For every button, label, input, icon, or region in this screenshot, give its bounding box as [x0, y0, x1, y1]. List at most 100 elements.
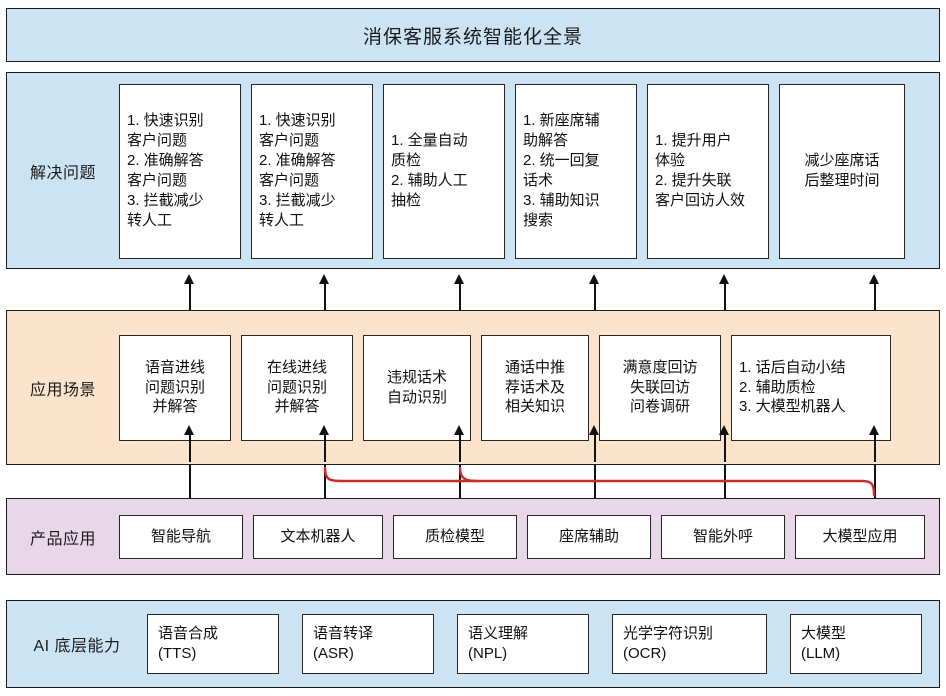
card-line: 智能外呼: [692, 527, 753, 545]
card-line: 质检: [391, 152, 422, 170]
card-line: 2. 提升失联: [655, 172, 732, 189]
ai-capability-card-2[interactable]: 语音转译(ASR): [302, 614, 434, 674]
arrowhead-problem-3: [454, 274, 464, 284]
card-line: 后整理时间: [804, 172, 880, 189]
problem-card-5[interactable]: 1. 提升用户体验 2. 提升失联客户回访人效: [647, 83, 769, 259]
product-card-2[interactable]: 文本机器人: [253, 514, 383, 559]
row-scenario: 应用场景 语音进线问题识别并解答 在线进线问题识别并解答 违规话术自动识别 通话…: [6, 310, 940, 465]
card-line: 2. 辅助质检: [739, 378, 816, 396]
row-label-product: 产品应用: [29, 530, 96, 548]
arrowhead-problem-5: [719, 274, 729, 284]
arrowhead-scenario-4: [589, 425, 599, 435]
card-line: 1. 全量自动: [391, 132, 468, 150]
row-ai-capability: AI 底层能力 语音合成(TTS) 语音转译(ASR) 语义理解(NPL) 光学…: [6, 600, 940, 688]
card-line: 智能导航: [150, 527, 211, 545]
card-line: 并解答: [274, 398, 320, 416]
card-line: 2. 准确解答: [259, 152, 336, 170]
diagram-title-band: 消保客服系统智能化全景: [6, 8, 940, 62]
card-line: 1. 提升用户: [655, 132, 732, 150]
card-line: (NPL): [468, 645, 508, 662]
card-line: 客户回访人效: [655, 191, 746, 209]
card-line: 话术: [523, 172, 554, 189]
product-card-5[interactable]: 智能外呼: [661, 514, 785, 559]
card-line: 问卷调研: [629, 398, 690, 416]
row-label-problem: 解决问题: [29, 164, 96, 182]
arrowhead-scenario-5: [719, 425, 729, 435]
card-line: 并解答: [152, 398, 198, 416]
scenario-card-2[interactable]: 在线进线问题识别并解答: [241, 334, 353, 441]
card-line: 助解答: [523, 132, 569, 150]
page-title: 消保客服系统智能化全景: [362, 26, 583, 48]
card-line: 语音合成: [158, 625, 219, 643]
row-scenario-cells: 语音进线问题识别并解答 在线进线问题识别并解答 违规话术自动识别 通话中推荐话术…: [119, 311, 939, 464]
card-line: 失联回访: [629, 378, 690, 396]
connector-scenario-to-problem-2: [324, 283, 326, 317]
ai-capability-card-3[interactable]: 语义理解(NPL): [457, 614, 589, 674]
card-line: 客户问题: [127, 172, 188, 189]
card-line: (LLM): [801, 645, 841, 662]
product-card-4[interactable]: 座席辅助: [527, 514, 651, 559]
card-line: 1. 话后自动小结: [739, 358, 846, 376]
card-line: 大模型应用: [822, 527, 898, 545]
card-line: 客户问题: [127, 132, 188, 150]
scenario-card-3[interactable]: 违规话术自动识别: [363, 334, 471, 441]
scenario-card-5[interactable]: 满意度回访失联回访问卷调研: [599, 334, 721, 441]
card-line: 1. 快速识别: [127, 112, 204, 130]
arrowhead-problem-2: [319, 274, 329, 284]
card-line: 体验: [655, 152, 686, 170]
stem-product-3: [459, 465, 461, 498]
arrowhead-scenario-2: [319, 425, 329, 435]
ai-capability-card-4[interactable]: 光学字符识别(OCR): [612, 614, 767, 674]
card-line: 在线进线: [266, 358, 327, 376]
ai-capability-card-5[interactable]: 大模型 (LLM): [790, 614, 922, 674]
row-label-scenario: 应用场景: [29, 381, 96, 399]
card-line: 问题识别: [144, 378, 205, 396]
stem-product-6: [874, 465, 876, 498]
ai-capability-card-1[interactable]: 语音合成(TTS): [147, 614, 279, 674]
arrowhead-problem-6: [869, 274, 879, 284]
card-line: 转人工: [259, 211, 305, 229]
row-ai-cells: 语音合成(TTS) 语音转译(ASR) 语义理解(NPL) 光学字符识别(OCR…: [147, 601, 939, 687]
row-product-cells: 智能导航 文本机器人 质检模型 座席辅助 智能外呼 大模型应用: [119, 499, 939, 574]
card-line: 搜索: [523, 211, 554, 229]
connector-scenario-to-problem-3: [459, 283, 461, 317]
product-card-6[interactable]: 大模型应用: [795, 514, 925, 559]
connector-scenario-to-problem-1: [189, 283, 191, 317]
card-line: 座席辅助: [558, 527, 619, 545]
connector-product-to-scenario-6: [874, 434, 876, 462]
row-label-ai-capability: AI 底层能力: [33, 638, 121, 655]
product-card-1[interactable]: 智能导航: [119, 514, 243, 559]
card-line: 转人工: [127, 211, 173, 229]
card-line: 文本机器人: [280, 527, 356, 545]
problem-card-6[interactable]: 减少座席话后整理时间: [779, 83, 905, 259]
product-card-3[interactable]: 质检模型: [393, 514, 517, 559]
card-line: 3. 拦截减少: [127, 191, 204, 209]
card-line: 1. 快速识别: [259, 112, 336, 130]
card-line: 相关知识: [504, 398, 565, 416]
connector-product-to-scenario-1: [189, 434, 191, 462]
scenario-card-1[interactable]: 语音进线问题识别并解答: [119, 334, 231, 441]
card-line: 客户问题: [259, 172, 320, 189]
card-line: 荐话术及: [504, 378, 565, 396]
card-line: 2. 统一回复: [523, 152, 600, 170]
arrowhead-scenario-6: [869, 425, 879, 435]
card-line: 1. 新座席辅: [523, 112, 600, 130]
card-line: 违规话术: [386, 368, 447, 386]
row-product: 产品应用 智能导航 文本机器人 质检模型 座席辅助 智能外呼 大模型应用: [6, 498, 940, 575]
card-line: 2. 辅助人工: [391, 172, 468, 189]
card-line: 质检模型: [424, 527, 485, 545]
card-line: 光学字符识别: [623, 625, 714, 643]
card-line: 大模型: [801, 625, 847, 643]
stem-product-4: [594, 465, 596, 498]
connector-product-to-scenario-4: [594, 434, 596, 462]
connector-product-to-scenario-2: [324, 434, 326, 462]
card-line: 通话中推: [504, 358, 565, 376]
card-line: (ASR): [313, 645, 354, 662]
scenario-card-4[interactable]: 通话中推荐话术及相关知识: [481, 334, 589, 441]
